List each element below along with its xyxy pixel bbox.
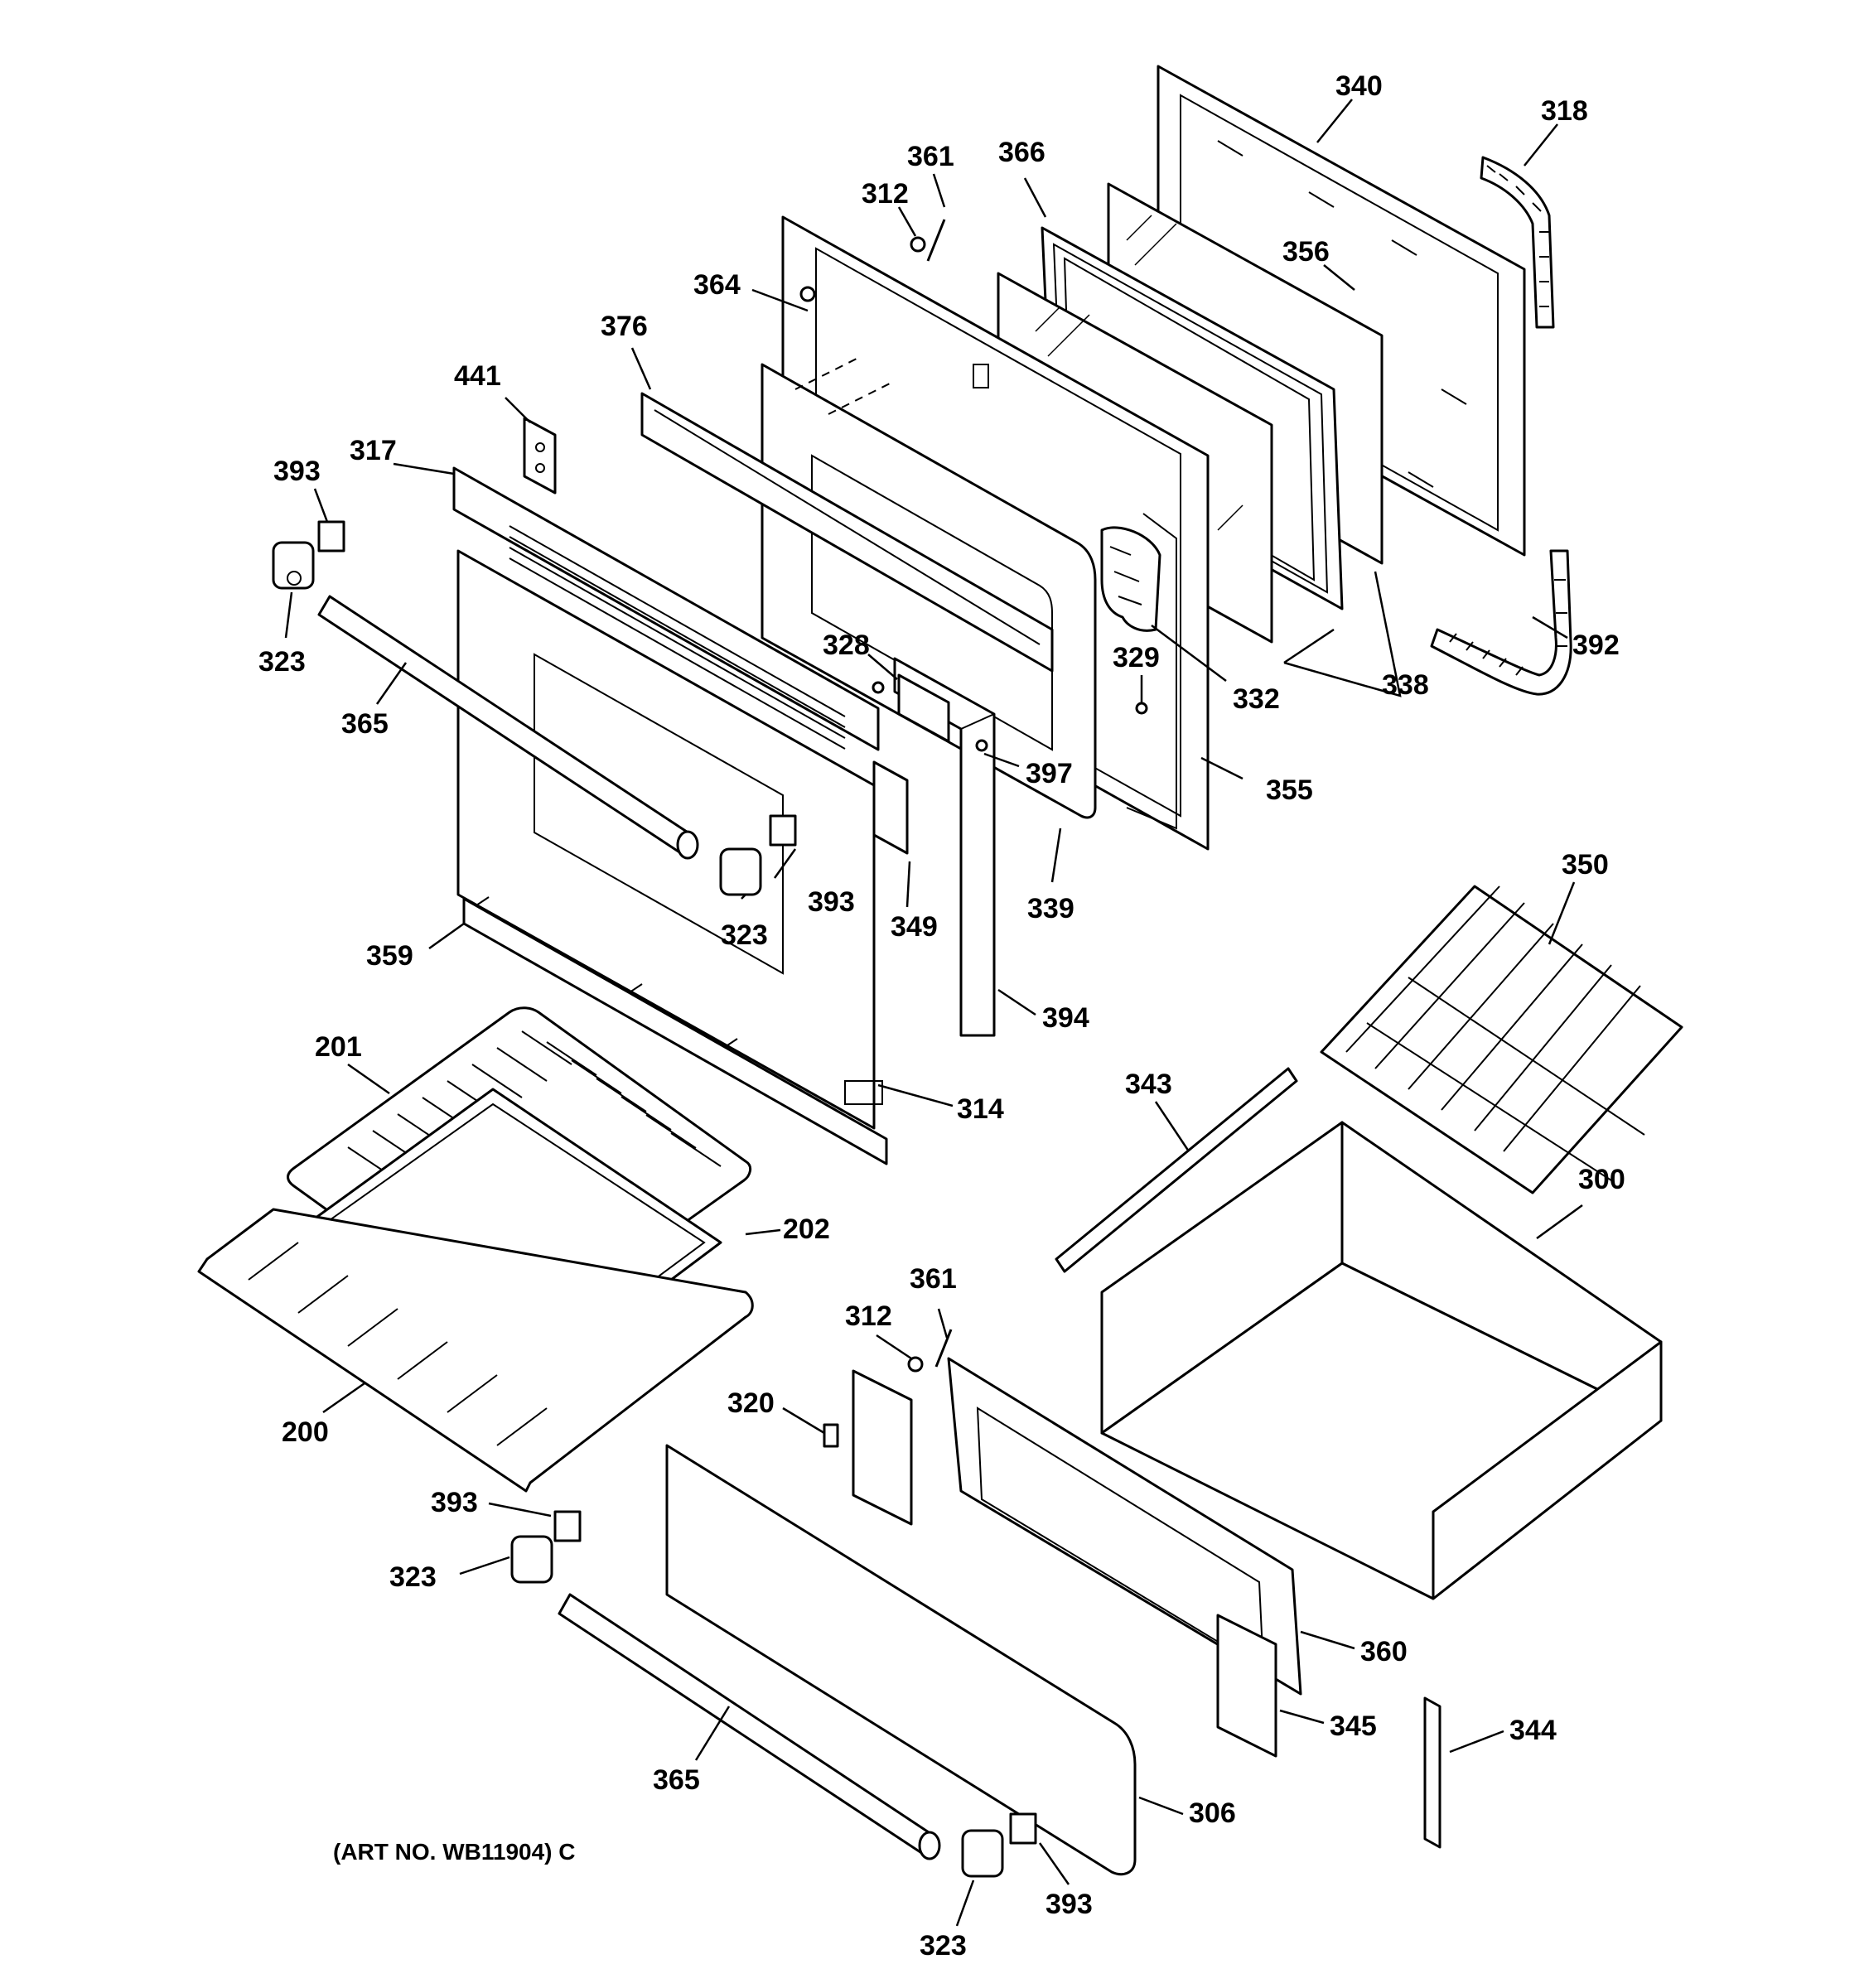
part-screw-upper (799, 219, 1148, 752)
callout-393-upper-right: 393 (808, 886, 855, 918)
part-end-cap-lower-right (961, 1829, 1004, 1878)
callout-349: 349 (891, 911, 938, 943)
part-insulation (1100, 526, 1161, 632)
callout-360: 360 (1360, 1636, 1408, 1667)
part-oven-rack (197, 1208, 754, 1493)
callout-366: 366 (998, 137, 1045, 168)
part-gasket-bottom (1430, 549, 1572, 696)
callout-323-upper-right: 323 (721, 919, 768, 951)
part-handle-tube-upper (317, 595, 699, 860)
part-cap-bracket-lower-right (1009, 1812, 1037, 1845)
callout-356: 356 (1282, 236, 1330, 268)
callout-320: 320 (727, 1387, 775, 1419)
callout-labels: 340 318 361 366 312 356 364 376 441 317 … (258, 70, 1625, 1961)
part-side-trim (893, 657, 996, 1037)
callout-376: 376 (601, 311, 648, 342)
callout-202: 202 (783, 1214, 830, 1245)
callout-312-upper: 312 (862, 178, 909, 210)
part-handle-tube-lower (558, 1593, 941, 1860)
part-hinge-bracket (523, 417, 557, 495)
callout-338: 338 (1382, 669, 1429, 701)
callout-361-upper: 361 (907, 141, 954, 172)
part-drawer-front-panel (665, 1444, 1137, 1876)
part-door-bottom-rail (462, 896, 888, 1165)
callout-318: 318 (1541, 95, 1588, 127)
part-oven-rack-right (1320, 885, 1683, 1194)
callout-361-lower: 361 (910, 1263, 957, 1295)
callout-355: 355 (1266, 774, 1313, 806)
callout-344: 344 (1509, 1715, 1557, 1746)
part-drawer-slide-right (1423, 1696, 1441, 1849)
callout-393-upper-left: 393 (273, 456, 321, 487)
callout-312-lower: 312 (845, 1300, 892, 1332)
callout-323-upper-left: 323 (258, 646, 306, 678)
art-number: (ART NO. WB11904) C (333, 1839, 576, 1865)
callout-365-upper: 365 (341, 708, 389, 740)
part-door-top-vent (452, 466, 880, 751)
part-end-cap-upper-right (719, 847, 762, 896)
part-cap-bracket-lower-left (553, 1510, 582, 1542)
part-end-cap-lower-left (510, 1535, 553, 1584)
part-end-cap-upper-left (272, 541, 315, 590)
part-cap-bracket-upper-right (769, 814, 797, 847)
callout-328: 328 (823, 630, 870, 661)
callout-306: 306 (1189, 1797, 1236, 1829)
callout-300: 300 (1578, 1164, 1625, 1195)
part-vent-rail (640, 392, 1054, 673)
part-hardware-lower (823, 1329, 953, 1448)
callout-340: 340 (1335, 70, 1383, 102)
callout-393-lower-right: 393 (1045, 1889, 1093, 1920)
callout-397: 397 (1026, 758, 1073, 789)
callout-201: 201 (315, 1031, 362, 1063)
part-door-hinge (897, 673, 950, 743)
callout-364: 364 (693, 269, 741, 301)
callout-332: 332 (1233, 683, 1280, 715)
callout-359: 359 (366, 940, 413, 972)
part-drawer-box (1100, 1121, 1663, 1600)
callout-343: 343 (1125, 1069, 1172, 1100)
part-cap-bracket-upper-left (317, 520, 345, 552)
part-door-vent-filler (872, 760, 909, 855)
callout-323-lower-right: 323 (920, 1930, 967, 1961)
callout-365-lower: 365 (653, 1764, 700, 1796)
part-drawer-front-bracket (852, 1369, 1277, 1758)
callout-350: 350 (1562, 849, 1609, 881)
callout-323-lower-left: 323 (389, 1561, 437, 1593)
callout-314: 314 (957, 1093, 1004, 1125)
callout-393-lower-left: 393 (431, 1487, 478, 1518)
callout-200: 200 (282, 1416, 329, 1448)
callout-392: 392 (1572, 630, 1620, 661)
part-gasket-top (1480, 156, 1555, 329)
leader-lines (284, 99, 1583, 1927)
callout-345: 345 (1330, 1711, 1377, 1742)
callout-339: 339 (1027, 893, 1074, 924)
callout-441: 441 (454, 360, 501, 392)
callout-317: 317 (350, 435, 397, 466)
callout-329: 329 (1113, 642, 1160, 673)
part-drawer-slide-left (1055, 1067, 1298, 1273)
callout-394: 394 (1042, 1002, 1089, 1034)
